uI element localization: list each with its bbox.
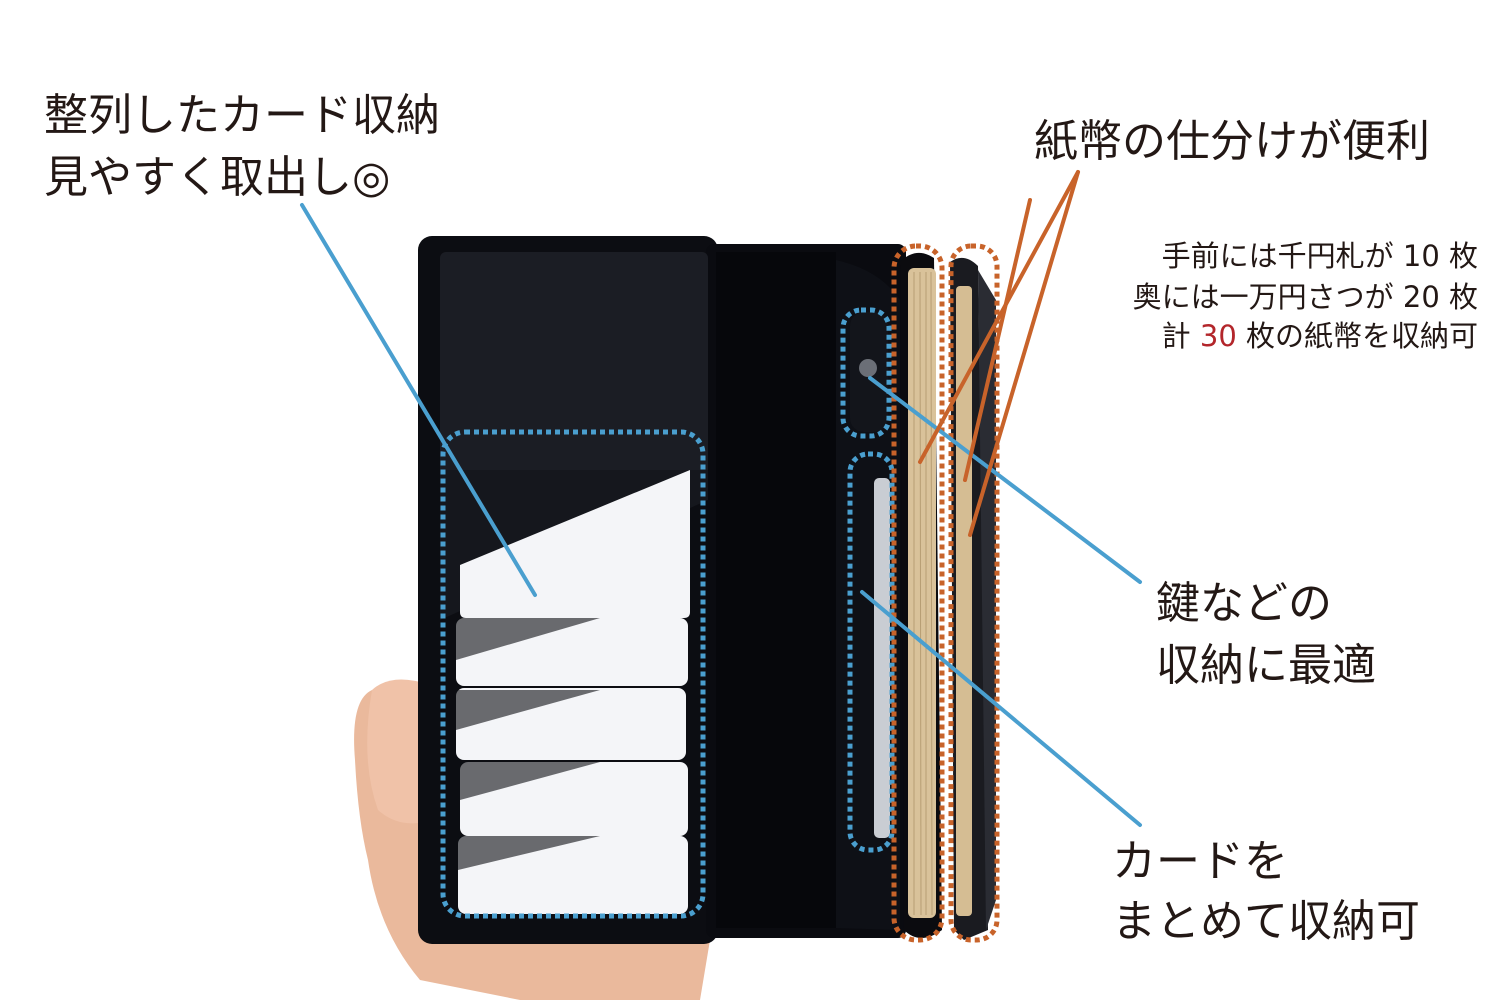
bill-detail-line3-suffix: 枚の紙幣を収納可 xyxy=(1236,319,1478,353)
bill-detail-line1: 手前には千円札が 10 枚 xyxy=(1161,239,1478,273)
key-pocket-label-line1: 鍵などの xyxy=(1156,578,1332,629)
card-slots-label-line2: 見やすく取出し◎ xyxy=(44,152,391,203)
card-slots-label-line1: 整列したカード収納 xyxy=(44,90,440,141)
bill-detail-line3: 計 30 枚の紙幣を収納可 xyxy=(1162,322,1478,351)
card-pocket-label-line1: カードを xyxy=(1112,836,1288,887)
bill-total-number: 30 xyxy=(1199,319,1237,353)
key-pocket-label-line2: 収納に最適 xyxy=(1156,640,1376,691)
bill-detail-line3-prefix: 計 xyxy=(1161,319,1200,353)
bill-detail-line2: 奥には一万円さつが 20 枚 xyxy=(1132,280,1478,314)
bill-compartments-title: 紙幣の仕分けが便利 xyxy=(1034,116,1430,167)
card-pocket-label-line2: まとめて収納可 xyxy=(1112,896,1420,947)
card-slots-highlight xyxy=(440,429,706,919)
